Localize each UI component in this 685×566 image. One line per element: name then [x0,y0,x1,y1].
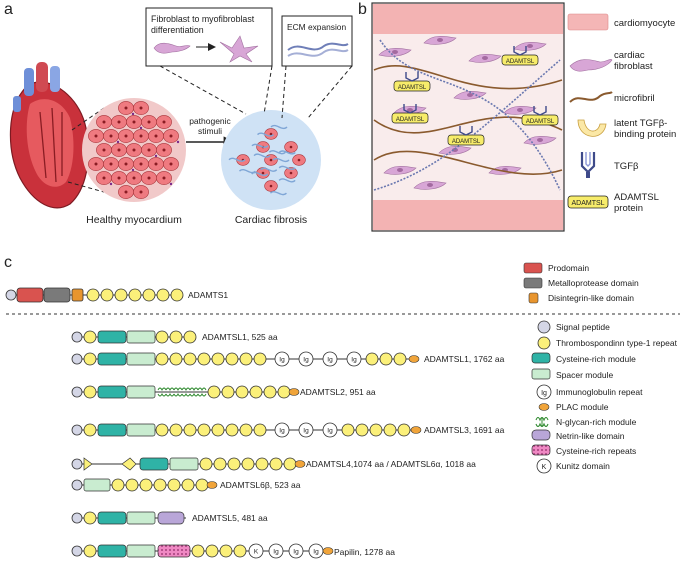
panel-b-label: b [358,1,367,18]
papilin-label: Papilin, 1278 aa [334,547,395,557]
ig-icon [536,384,552,400]
legend-netrin: Netrin-like domain [556,431,625,441]
legend-ltbp-2: binding protein [614,129,676,140]
stimuli-label: stimuli [198,126,222,136]
adamtsl6b-label: ADAMTSL6β, 523 aa [220,480,301,490]
svg-text:Ig: Ig [313,549,319,556]
legend-adamtsl-1: ADAMTSL [614,192,659,203]
svg-text:Ig: Ig [327,428,333,435]
legend-kunitz-glyph: K [542,464,547,471]
svg-text:Ig: Ig [303,428,309,435]
adamtsl-badge-icon [567,195,609,209]
legend-ig-glyph: Ig [541,390,547,397]
heart-illustration [9,62,89,209]
legend-ig: Immunoglobulin repeat [556,387,643,397]
adamtsl1-short-label: ADAMTSL1, 525 aa [202,332,278,342]
legend-adamtsl-2: protein [614,203,643,214]
tsr-icon [537,336,551,350]
legend-spacer: Spacer module [556,370,613,380]
adamtsl-tag: ADAMTSL [396,117,425,123]
cardiomyocyte-icon [567,13,609,31]
svg-text:Ig: Ig [273,549,279,556]
legend-n-glycan: N-glycan-rich module [556,417,637,427]
legend-adamtsl-badge: ADAMTSL [571,200,604,207]
legend-plac: PLAC module [556,402,609,412]
svg-text:Ig: Ig [327,357,333,364]
cardiac-fibrosis-label: Cardiac fibrosis [235,214,307,226]
adamtsl-tag: ADAMTSL [398,85,427,91]
legend-signal-peptide: Signal peptide [556,322,610,332]
panel-b-legend: cardiomyocyte cardiac fibroblast microfi… [567,13,676,214]
panel-c-label: c [4,254,12,271]
adamtsl3-label: ADAMTSL3, 1691 aa [424,425,505,435]
kunitz-icon [536,458,552,474]
fibroblast-differentiation-box [145,7,273,67]
pathogenic-label: pathogenic [189,116,231,126]
legend-cys-repeats: Cysteine-rich repeats [556,446,636,456]
svg-text:Ig: Ig [351,357,357,364]
legend-cardiomyocyte: cardiomyocyte [614,18,675,29]
cys-repeats-icon [531,444,551,456]
legend-prodomain: Prodomain [548,263,589,273]
cysteine-rich-icon [531,352,551,364]
panel-a-label: a [4,1,13,18]
spacer-icon [531,368,551,380]
adamtsl-tag: ADAMTSL [452,139,481,145]
svg-text:Ig: Ig [279,428,285,435]
ltbp-icon [577,119,607,137]
fibroblast-box-title-1: Fibroblast to myofibroblast [151,14,255,24]
panel-c-top-legend: Prodomain Metalloprotease domain Disinte… [523,262,639,304]
disintegrin-icon [528,292,539,304]
legend-cardiac-1: cardiac [614,50,645,61]
ecm-expansion-box [281,15,353,67]
legend-microfibril: microfibril [614,93,655,104]
legend-ltbp-1: latent TGFβ- [614,118,667,129]
microfibril-icon [569,91,613,103]
ecm-box-title: ECM expansion [287,22,346,32]
legend-kunitz: Kunitz domain [556,461,610,471]
plac-icon [538,403,550,411]
svg-text:Ig: Ig [279,357,285,364]
legend-cardiac-2: fibroblast [614,61,653,72]
legend-cysteine: Cysteine-rich module [556,354,636,364]
adamts1-row: ADAMTS1 [5,287,228,303]
netrin-icon [531,429,551,441]
svg-text:Ig: Ig [293,549,299,556]
legend-tgfb: TGFβ [614,161,639,172]
svg-text:K: K [254,549,259,556]
legend-disintegrin: Disintegrin-like domain [548,293,634,303]
adamtsl5-label: ADAMTSL5, 481 aa [192,513,268,523]
myofibroblast-cell-icon [219,35,259,63]
adamtsl4-label: ADAMTSL4,1074 aa / ADAMTSL6α, 1018 aa [306,459,476,469]
adamts1-label: ADAMTS1 [188,290,228,300]
metalloprotease-icon [523,277,543,289]
legend-tsr: Thrombospondinn type-1 repeat [556,338,678,348]
legend-metalloprotease: Metalloprotease domain [548,278,639,288]
fibroblast-box-title-2: differentiation [151,25,204,35]
adamtsl-tag: ADAMTSL [506,59,535,65]
healthy-myocardium-label: Healthy myocardium [86,214,182,226]
fibroblast-cell-icon [153,42,191,54]
panel-c-domain-legend: Signal peptide Thrombospondinn type-1 re… [531,320,678,474]
adamtsl2-label: ADAMTSL2, 951 aa [300,387,376,397]
adamtsl-tag: ADAMTSL [526,119,555,125]
prodomain-icon [523,262,543,274]
panel-b-illustration: ADAMTSL ADAMTSL ADAMTSL ADAMTSL ADAMTSL [371,2,565,232]
fibroblast-icon [569,59,613,72]
adamtsl1-long-label: ADAMTSL1, 1762 aa [424,354,505,364]
cardiac-fibrosis-illustration [221,110,321,210]
signal-peptide-icon [537,320,551,334]
tgfb-icon [580,152,596,178]
svg-text:Ig: Ig [303,357,309,364]
n-glycan-icon [535,416,549,428]
healthy-myocardium-illustration [82,98,186,202]
